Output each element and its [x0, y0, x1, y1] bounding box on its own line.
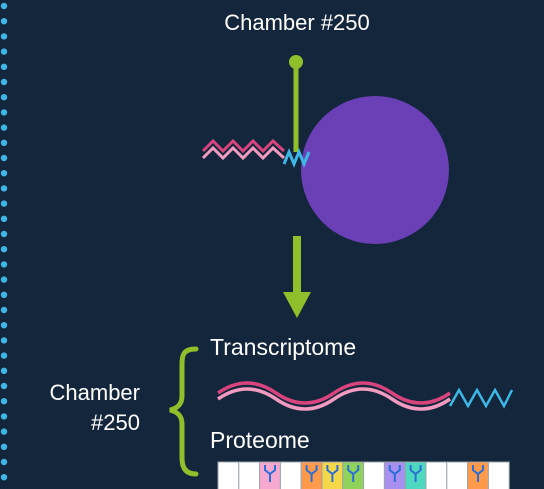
strip-cell — [217, 461, 240, 489]
border-dot — [0, 413, 8, 420]
border-dot — [0, 63, 8, 70]
side-label-line1: Chamber — [49, 380, 140, 405]
border-dot — [0, 33, 8, 40]
border-dot — [0, 443, 8, 450]
bead-circle-icon — [301, 96, 449, 244]
chamber-title: Chamber #250 — [224, 10, 370, 35]
border-dot — [0, 230, 8, 238]
curly-brace-icon — [169, 346, 199, 477]
border-dot — [0, 170, 8, 177]
border-dot — [0, 291, 8, 298]
border-dot — [0, 48, 8, 55]
left-dotted-border — [0, 2, 8, 481]
antibody-icon — [388, 465, 401, 482]
strip-cell — [363, 461, 385, 489]
border-dot — [0, 474, 8, 481]
antibody-icon — [264, 465, 276, 482]
probe-tip — [289, 55, 303, 69]
border-dot — [0, 398, 8, 405]
border-dot — [0, 154, 8, 162]
border-dot — [0, 261, 8, 268]
mrna-strand-large-light — [217, 387, 451, 411]
border-dot — [0, 215, 8, 222]
barcode-small — [282, 148, 311, 168]
pointer-arrow-icon — [283, 236, 311, 318]
antibody-icon — [305, 465, 318, 482]
antibody-icon — [347, 465, 360, 482]
border-dot — [0, 139, 8, 146]
border-dot — [0, 94, 8, 101]
border-dot — [0, 337, 8, 344]
strip-cell — [425, 461, 448, 489]
border-dot — [0, 322, 8, 329]
proteome-label: Proteome — [210, 427, 310, 453]
border-dot — [0, 78, 8, 86]
antibody-icon — [472, 465, 484, 482]
border-dot — [0, 185, 8, 192]
strip-cell — [279, 461, 302, 489]
side-label-line2: #250 — [91, 410, 140, 435]
border-dot — [0, 382, 8, 390]
transcriptome-label: Transcriptome — [210, 334, 357, 360]
border-dot — [0, 428, 8, 435]
strip-cell — [238, 461, 261, 489]
border-dot — [0, 2, 8, 10]
mrna-strand-small-light — [201, 145, 286, 161]
border-dot — [0, 276, 8, 283]
border-dot — [0, 306, 8, 314]
mrna-strand-small-dark — [201, 138, 286, 154]
antibody-icon — [409, 465, 422, 482]
border-dot — [0, 367, 8, 374]
antibody-icon — [326, 465, 339, 482]
barcode-large — [448, 387, 514, 409]
border-dot — [0, 246, 8, 253]
side-chamber-label: Chamber #250 — [18, 378, 140, 438]
antibody-barcode-strip — [217, 461, 510, 489]
border-dot — [0, 200, 8, 207]
border-dot — [0, 124, 8, 131]
mrna-strand-large-dark — [217, 381, 451, 405]
strip-cell — [487, 461, 510, 489]
border-dot — [0, 18, 8, 25]
border-dot — [0, 352, 8, 359]
strip-cell — [446, 461, 469, 489]
border-dot — [0, 109, 8, 116]
border-dot — [0, 458, 8, 466]
